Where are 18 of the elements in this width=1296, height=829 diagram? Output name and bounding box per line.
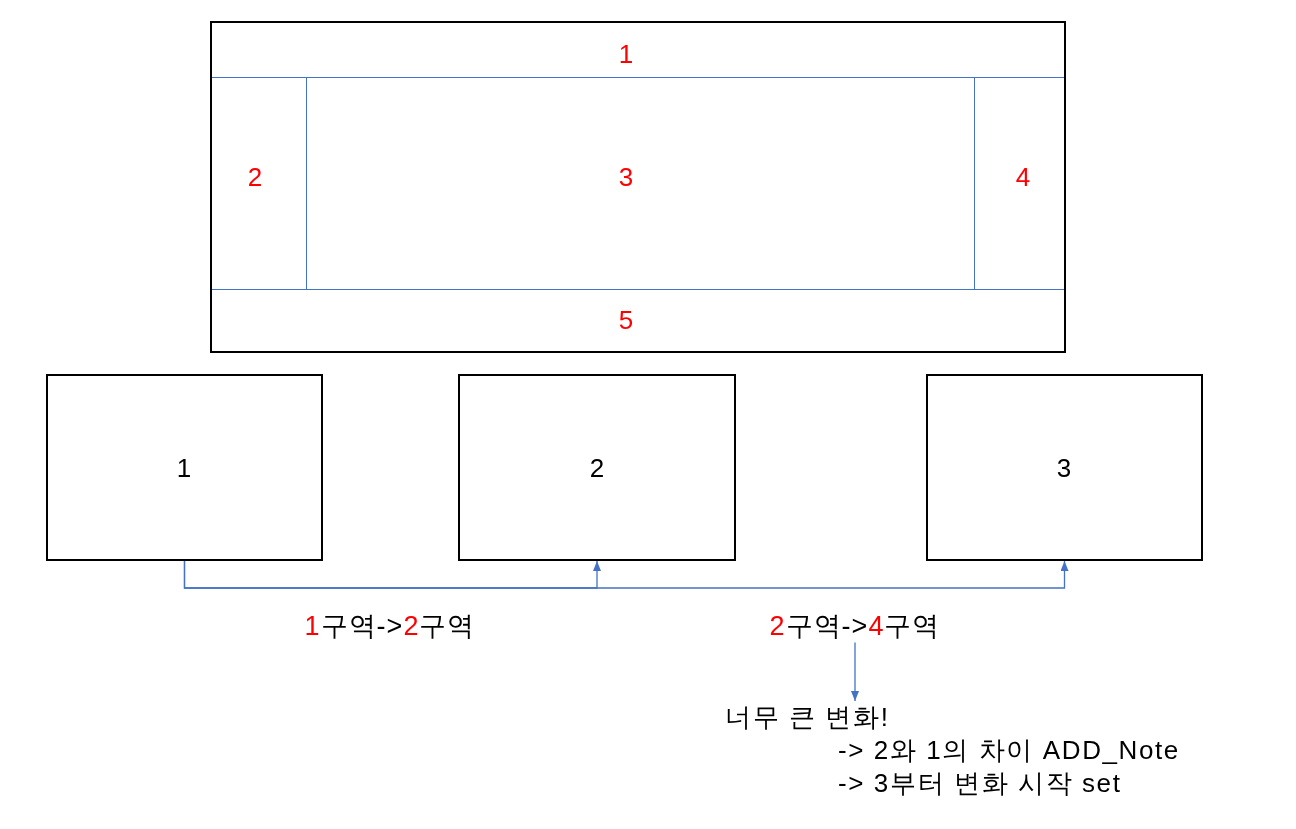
note-text: -> 3부터 변화 시작 set — [838, 767, 1122, 800]
note-text: -> 2와 1의 차이 ADD_Note — [838, 734, 1180, 767]
region-label: 2구역->4구역 — [769, 611, 941, 643]
outer-frame — [210, 21, 1066, 353]
box-number: 3 — [1056, 454, 1072, 484]
region-number: 2 — [247, 163, 263, 193]
region-number: 5 — [618, 306, 634, 336]
panel-box — [458, 374, 736, 561]
region-number: 4 — [1015, 163, 1031, 193]
panel-box — [46, 374, 323, 561]
connector-arrow — [183, 560, 1069, 589]
region-number: 1 — [618, 40, 634, 70]
panel-box — [926, 374, 1203, 561]
arrow — [851, 641, 859, 702]
note-text: 너무 큰 변화! — [725, 701, 890, 734]
region-number: 3 — [618, 163, 634, 193]
box-number: 2 — [589, 454, 605, 484]
box-number: 1 — [176, 454, 192, 484]
